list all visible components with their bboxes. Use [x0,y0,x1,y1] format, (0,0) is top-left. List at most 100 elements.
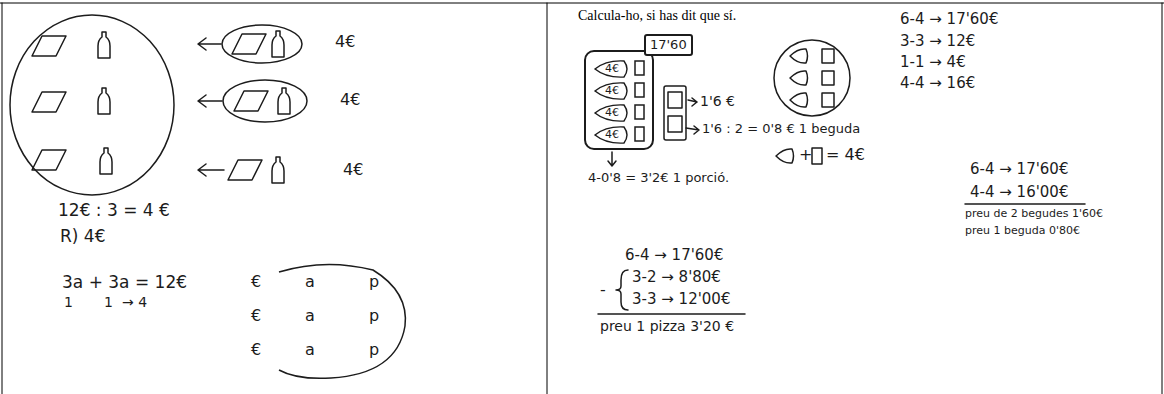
price-circle: €ap€ap€ap [245,262,410,380]
use-shape [100,148,112,174]
rect-shape [822,49,834,63]
price-note: 4€ [340,90,360,109]
count-note: 1 [64,294,73,311]
circle-entry-holder: a [305,306,315,325]
path-shape [198,95,222,107]
pizza-box: 17'604€4€4€4€ [584,50,654,150]
ellipse-shape [10,15,174,195]
slice-path [595,127,627,143]
price-note-holder: 4€ [335,32,355,51]
use-shape [790,49,808,63]
circle-entry-holder: a [305,272,315,291]
ratio-line: 4-4 → 16€ [900,74,975,92]
ratio-line-holder: 6-4 → 17'60€ [900,10,998,28]
ratio-line: 1-1 → 4€ [900,53,966,71]
calculation-holder: 12€ : 3 = 4 € [58,200,170,220]
count-note-holder: 1 [104,294,113,311]
equation: 3a + 3a = 12€ [62,272,187,292]
path-shape [686,126,699,134]
use-shape [234,91,268,111]
calculation-holder: 4-0'8 = 3'2€ 1 porció. [588,170,729,186]
ratio-line: 3-3 → 12'00€ [632,290,730,308]
prompt-title: Calcula-ho, si has dit que sí. [578,8,736,25]
prompt-title-holder: Calcula-ho, si has dit que sí. [578,8,736,25]
drink-rect [635,105,644,119]
price-note-holder: 4€ [340,90,360,109]
line-shape [598,313,745,315]
line-shape [2,3,3,394]
panel-frame [0,3,1164,394]
price-note: 4€ [335,32,355,51]
circle-entry: a [305,272,315,291]
path-shape [198,38,221,50]
circle-entry: a [305,306,315,325]
ratio-line-holder: 3-3 → 12'00€ [632,290,730,308]
slice-text-holder: 4€ [594,60,630,78]
line-shape [547,3,548,394]
equation: = 4€ [826,145,865,164]
circle-entry: a [305,340,315,359]
equation-holder: 3a + 3a = 12€ [62,272,187,292]
ratio-line-holder: 1-1 → 4€ [900,53,966,71]
ellipse-shape [223,80,307,122]
left-sketch [10,15,307,195]
result-note-holder: preu de 2 begudes 1'60€ [965,207,1103,220]
use-shape [272,157,284,183]
use-shape [32,92,66,112]
circle-entry-holder: € [251,272,261,291]
slice-path [595,61,627,77]
operator: - [600,280,606,299]
use-shape [776,149,794,163]
ratio-line-holder: 6-4 → 17'60€ [625,246,723,264]
calculation: 4-0'8 = 3'2€ 1 porció. [588,170,729,186]
circle-entry: € [251,340,261,359]
slice-path [595,83,627,99]
slice-text-holder: 4€ [594,82,630,100]
price-tag: 17'60 [644,34,693,56]
operator-holder: + [799,145,812,164]
path-shape [688,98,697,106]
result-note-holder: preu 1 beguda 0'80€ [965,224,1080,237]
circle-outline-path [279,264,405,378]
count-note-holder: → 4 [122,294,147,311]
use-shape [32,36,66,56]
ratio-line-holder: 3-3 → 12€ [900,32,975,50]
calculation-holder: 1'6 : 2 = 0'8 € 1 beguda [702,121,860,137]
drink-rect [635,127,644,141]
slice-price: 4€ [605,128,619,141]
rect-shape [822,93,834,107]
equation-holder: = 4€ [826,145,865,164]
use-shape [232,34,266,54]
circle-entry-holder: € [251,306,261,325]
line-shape [1162,3,1163,394]
drink-rect [635,83,644,97]
circle-entry: p [369,306,379,325]
ratio-line: 4-4 → 16'00€ [970,183,1068,201]
circle-entry: € [251,272,261,291]
circle-entry: p [369,340,379,359]
calculation: 12€ : 3 = 4 € [58,200,170,220]
circle-entry-holder: p [369,340,379,359]
use-shape [32,150,66,170]
count-note: 1 [104,294,113,311]
drink-rect [635,61,644,75]
use-shape [790,71,808,85]
pizza-slice: 4€ [594,104,630,122]
ratio-line: 3-2 → 8'80€ [632,268,721,286]
ratio-line: 6-4 → 17'60€ [970,160,1068,178]
use-shape [98,88,110,114]
circle-entry: € [251,306,261,325]
slice-price: 4€ [605,84,619,97]
circle-entry-holder: a [305,340,315,359]
line-shape [965,203,1085,205]
price-note-holder: 1'6 € [700,93,735,110]
count-note: → 4 [122,294,147,311]
line-shape [0,3,1164,4]
rect-shape [664,86,686,140]
answer: R) 4€ [60,226,105,246]
use-shape [272,31,284,57]
ratio-line-holder: 3-2 → 8'80€ [632,268,721,286]
rect-shape [822,71,834,85]
use-shape [98,32,110,58]
path-shape [198,164,224,176]
